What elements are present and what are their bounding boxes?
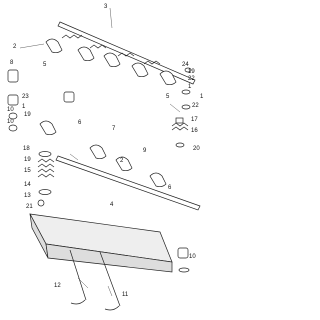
plug-21 [37,199,45,207]
shaft-spring-4 [143,60,161,65]
washer-a [181,89,191,95]
callout-22-top: 22 [188,76,195,82]
callout-20: 20 [193,146,200,152]
callout-16: 16 [191,128,198,134]
upper-rocker-shaft [57,21,196,85]
shaft-spring-1 [61,34,83,39]
spring-retainer-right [175,117,184,124]
intake-valve [69,249,87,305]
leader-12 [77,277,89,289]
diagram-artwork [7,7,201,311]
leader-4 [69,153,79,161]
callout-7: 7 [112,126,116,132]
lower-rocker-arm-3 [115,156,133,172]
spring-seat-left [38,189,52,195]
leader-2 [19,43,45,49]
callout-1-right: 1 [188,84,192,90]
bushing-c [63,91,75,103]
exhaust-valve [99,251,121,311]
rocker-arm-3 [103,52,121,68]
valve-seal [177,247,189,259]
callout-1-left: 1 [22,104,26,110]
rocker-arm-2 [77,46,95,62]
callout-11: 11 [122,292,129,298]
callout-19-left: 19 [24,112,31,118]
callout-8: 8 [10,60,14,66]
lower-rocker-arm-2 [89,144,107,160]
leader-11 [107,285,113,297]
leader-22b [169,103,181,113]
lower-rocker-arm-4 [149,172,167,188]
callout-10-bottom: 10 [189,254,196,260]
lower-rocker-shaft [55,155,201,211]
lower-rocker-arm-1 [39,120,57,136]
callout-2: 2 [13,44,17,50]
callout-13: 13 [24,193,31,199]
callout-19-top: 19 [188,69,195,75]
rocker-arm-5 [159,70,177,86]
callout-10-left: 10 [7,107,14,113]
callout-23: 23 [22,94,29,100]
spring-retainer-left [38,151,52,157]
valve-keeper [184,67,192,73]
callout-15: 15 [24,168,31,174]
washer-b [181,104,191,110]
cap-b [8,124,18,132]
shaft-spring-2 [89,44,107,49]
rocker-arm-4 [131,62,149,78]
callout-5: 5 [43,62,47,68]
valve-guide-clip [178,267,190,273]
cylinder-head-front [45,243,173,273]
cap-a [8,112,18,120]
callout-1-far-right: 1 [200,94,204,100]
spring-seat-right [175,142,185,148]
callout-2-lower: 2 [120,158,124,164]
callout-12: 12 [54,283,61,289]
callout-18: 18 [23,146,30,152]
callout-10-left-b: 10 [7,119,14,125]
shaft-spring-3 [117,52,135,57]
callout-24: 24 [182,62,189,68]
valve-train-exploded-diagram: 3 2 5 8 24 19 22 1 5 22 1 10 23 1 6 19 1… [7,4,204,311]
callout-5-right: 5 [166,94,170,100]
callout-19-bottom: 19 [24,157,31,163]
callout-6-mid: 6 [78,120,82,126]
callout-17: 17 [191,117,198,123]
rocker-arm-1 [45,38,63,54]
callout-9: 9 [143,148,147,154]
bushing-a [7,69,19,83]
callout-4: 4 [110,202,114,208]
callout-6-lower: 6 [168,185,172,191]
leader-3 [109,7,113,29]
valve-spring-left [37,158,55,178]
callout-14: 14 [24,182,31,188]
callout-21: 21 [26,204,33,210]
bushing-b [7,94,19,106]
callout-22-right: 22 [192,103,199,109]
valve-spring-right [171,122,189,131]
callout-3: 3 [104,4,108,10]
